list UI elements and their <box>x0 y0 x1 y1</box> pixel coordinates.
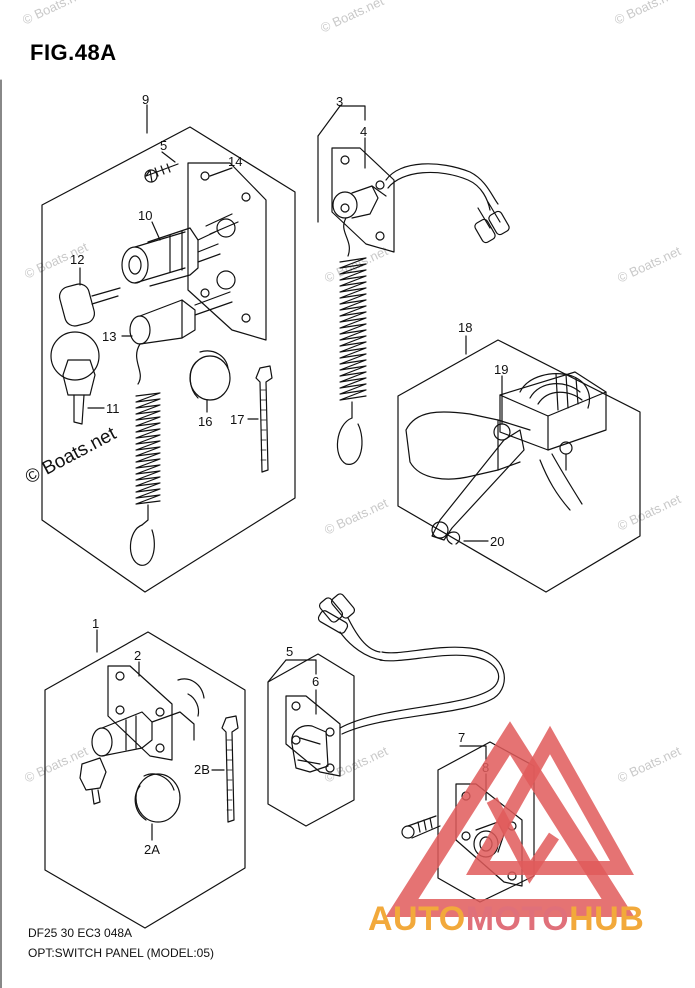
brand-part-moto: MOTO <box>465 900 570 938</box>
control-box <box>499 371 607 451</box>
callout-16: 16 <box>198 414 212 429</box>
leader-5b <box>285 659 317 675</box>
callout-19: 19 <box>494 362 508 377</box>
figure-title: FIG.48A <box>30 40 117 65</box>
clip-20 <box>446 531 461 545</box>
callout-17: 17 <box>230 412 244 427</box>
wire-harness <box>339 654 500 729</box>
screw-8 <box>407 815 441 839</box>
lanyard-coil-left <box>135 392 161 505</box>
screw-5 <box>145 163 179 183</box>
callout-1: 1 <box>92 616 99 631</box>
callout-4: 4 <box>360 124 367 139</box>
clip-right <box>336 417 363 465</box>
leader-10 <box>151 221 161 241</box>
lanyard-coil-right <box>339 257 367 401</box>
leader-3 <box>339 105 366 121</box>
group-box-1 <box>44 631 246 929</box>
leader-7 <box>459 745 487 761</box>
callout-11: 11 <box>106 401 120 416</box>
callout-5-lower: 5 <box>286 644 293 659</box>
group-box-9 <box>41 126 296 593</box>
callout-5: 5 <box>160 138 167 153</box>
footer-code: DF25 30 EC3 048A <box>28 926 133 940</box>
cable-4 <box>385 163 499 205</box>
brand-part-auto: AUTO <box>368 900 466 938</box>
callout-20: 20 <box>490 534 504 549</box>
callout-14: 14 <box>228 154 242 169</box>
control-handle <box>405 411 499 480</box>
callout-7: 7 <box>458 730 465 745</box>
warning-triangle-logo <box>385 721 635 917</box>
callout-3: 3 <box>336 94 343 109</box>
cable-tie-17 <box>255 365 273 473</box>
lanyard-cord-left <box>135 343 141 385</box>
callout-13: 13 <box>102 329 116 344</box>
cable-tie-2b <box>221 715 239 823</box>
callout-10: 10 <box>138 208 152 223</box>
leader-14 <box>209 167 233 177</box>
callout-2b: 2B <box>194 762 210 777</box>
mounting-plate-14 <box>187 162 267 341</box>
group-box-5 <box>267 653 355 827</box>
control-cable <box>539 453 583 511</box>
callout-9: 9 <box>142 92 149 107</box>
leader-5 <box>161 151 176 163</box>
mounting-plate-4 <box>331 147 395 253</box>
clip-left <box>129 524 155 566</box>
mounting-plate-6 <box>285 695 341 777</box>
callout-12: 12 <box>70 252 84 267</box>
callout-2: 2 <box>134 648 141 663</box>
footer-description: OPT:SWITCH PANEL (MODEL:05) <box>28 946 215 960</box>
brand-logo-text: AUTOMOTOHUB <box>368 900 644 939</box>
mounting-plate-2 <box>107 665 173 761</box>
callout-2a: 2A <box>144 842 160 857</box>
callout-6: 6 <box>312 674 319 689</box>
callout-18: 18 <box>458 320 472 335</box>
brand-part-hub: HUB <box>569 900 645 938</box>
group-box-18 <box>397 339 641 593</box>
control-lever <box>431 429 525 541</box>
